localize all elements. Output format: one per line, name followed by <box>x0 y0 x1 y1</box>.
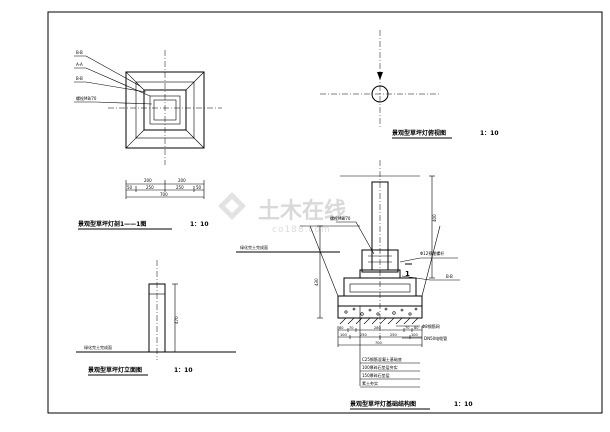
top-view-scale: 1：10 <box>480 130 499 137</box>
foundation-dim-total: 700 <box>375 341 382 345</box>
foundation-ground-label: 绿化完土完成面 <box>240 244 268 250</box>
plan-title: 景观型草坪灯剖1——1图 <box>77 220 146 228</box>
plan-label-3: B-B <box>76 76 83 81</box>
plan-label-4: 螺栓M8/70 <box>76 95 97 101</box>
elevation-height-dim: 470 <box>174 316 179 324</box>
foundation-section-mark: 1 <box>405 270 410 278</box>
plan-scale: 1：10 <box>190 221 209 228</box>
foundation-layer-2: 100厚碎石垫层夯实 <box>362 364 398 370</box>
foundation-dim-r2-1: 100 <box>340 333 347 337</box>
plan-dim-mid-1: 50 <box>127 185 133 190</box>
foundation-side-dim: 430 <box>314 278 319 286</box>
foundation-layer-3: 150厚碎石垫层 <box>362 372 390 378</box>
elevation-view: 470 绿化完土完成面 景观型草坪灯立面图 1：10 <box>76 260 236 376</box>
plan-label-1: B-B <box>76 50 83 55</box>
top-view-title: 景观型草坪灯俯视图 <box>391 129 446 137</box>
plan-dim-mid-4: 50 <box>196 185 202 190</box>
elevation-ground-label: 绿化完土完成面 <box>84 344 112 350</box>
foundation-title: 景观型草坪灯基础结构图 <box>349 400 416 408</box>
foundation-scale: 1：10 <box>454 401 473 408</box>
plan-section-view: B-B A-A B-B 螺栓M8/70 200 200 50 250 250 5… <box>74 50 222 230</box>
plan-dim-mid-2: 250 <box>146 185 154 190</box>
watermark: 土木在线 co188.com <box>218 192 346 235</box>
top-view: 景观型草坪灯俯视图 1：10 <box>320 30 499 139</box>
foundation-view: 螺栓M8/70 Φ12预埋螺杆 B-B 1 400 430 绿化完土完成面 Φ8… <box>236 160 473 410</box>
foundation-layer-4: 素土夯实 <box>362 380 378 386</box>
foundation-dim-r1-4: 70 <box>405 326 409 330</box>
elevation-scale: 1：10 <box>174 367 193 374</box>
foundation-dim-r1-5: 80 <box>414 326 418 330</box>
plan-dim-top-2: 200 <box>178 178 186 183</box>
elevation-title: 景观型草坪灯立面图 <box>87 366 142 374</box>
foundation-top-dim: 400 <box>432 214 437 222</box>
watermark-subtext: co188.com <box>272 225 331 235</box>
watermark-text: 土木在线 <box>258 198 346 224</box>
plan-dim-top-1: 200 <box>144 178 152 183</box>
foundation-bb-label: B-B <box>446 274 453 279</box>
foundation-dim-r1-1: 80 <box>339 326 343 330</box>
foundation-dim-r1-2: 70 <box>349 326 353 330</box>
foundation-conduit-label: DN50电缆管 <box>424 335 447 341</box>
foundation-dim-r1-3: 280 <box>374 326 381 330</box>
foundation-rebar-label: Φ8钢筋网 <box>422 323 440 329</box>
foundation-bolt-label: 螺栓M8/70 <box>330 215 351 221</box>
foundation-dim-r2-4: 100 <box>411 333 418 337</box>
foundation-layer-1: C25钢筋混凝土基础底 <box>362 356 402 362</box>
foundation-dim-r2-3: 250 <box>390 333 397 337</box>
watermark-logo-icon <box>218 192 246 220</box>
plan-dim-bottom: 700 <box>160 192 168 197</box>
plan-dim-mid-3: 250 <box>176 185 184 190</box>
sheet-border <box>47 11 603 414</box>
plan-label-2: A-A <box>76 62 83 67</box>
foundation-dim-r2-2: 250 <box>360 333 367 337</box>
